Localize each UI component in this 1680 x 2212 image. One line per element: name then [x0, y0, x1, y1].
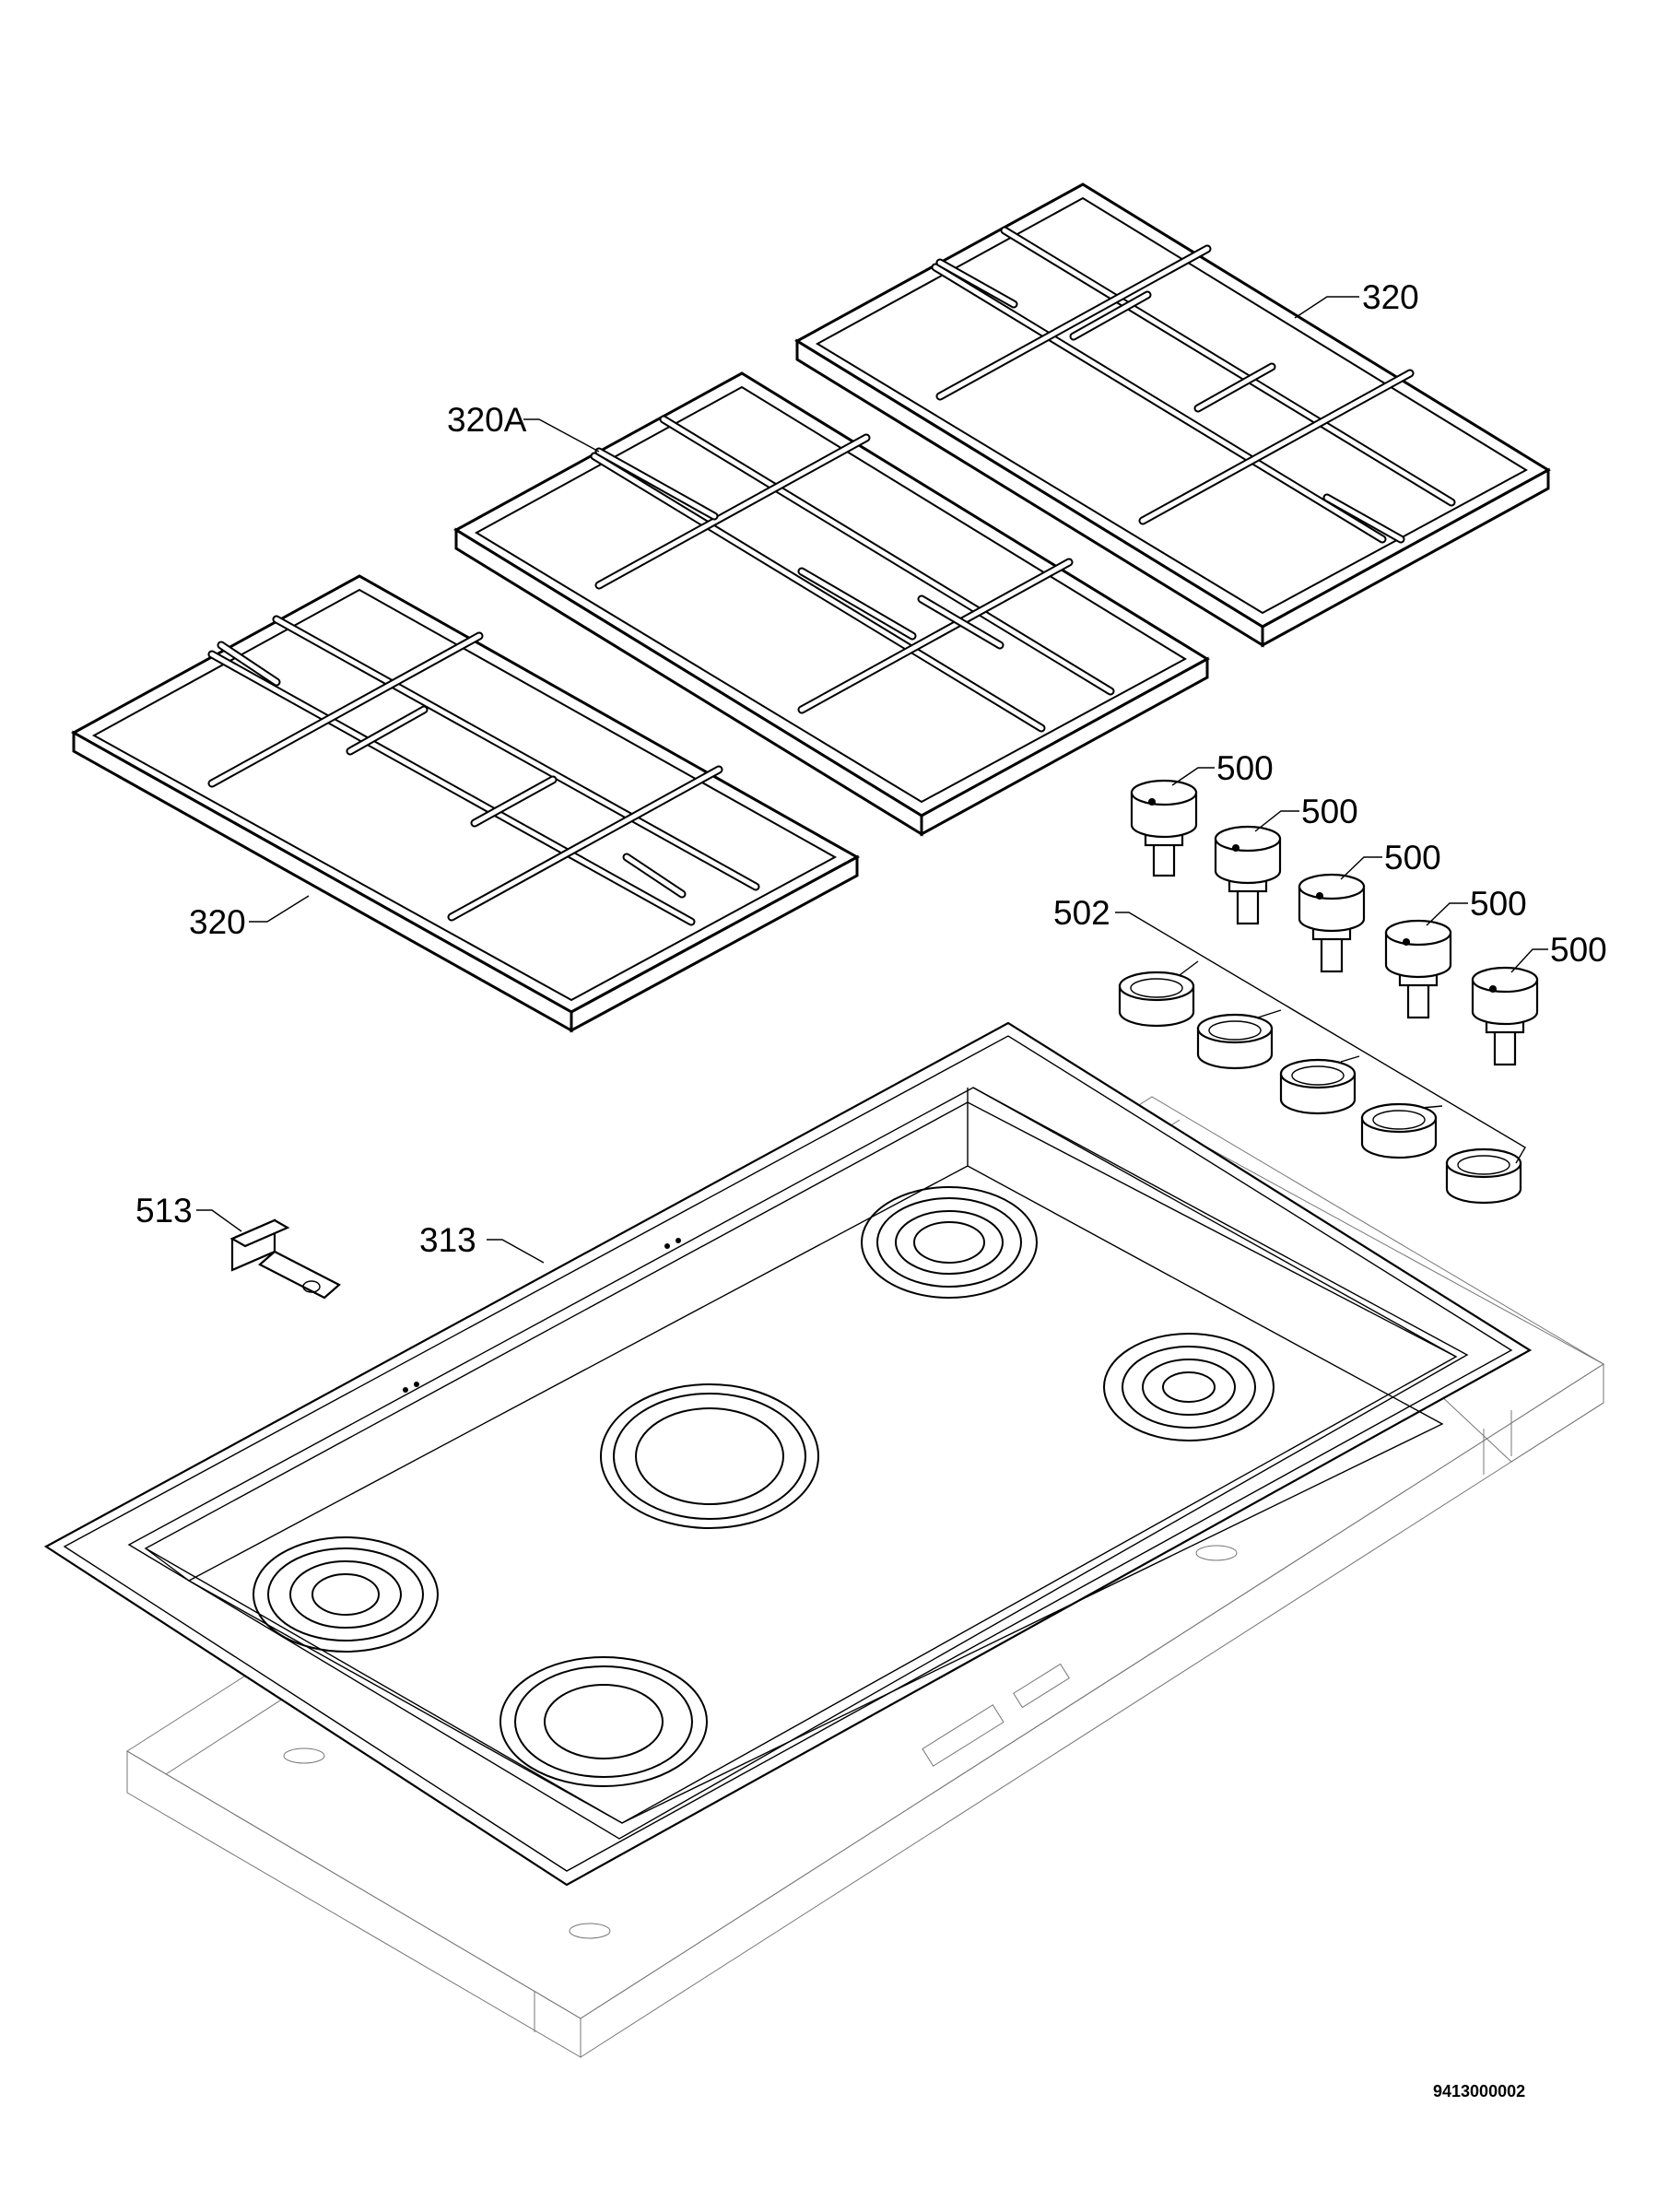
- knob-1: [1130, 779, 1198, 877]
- burner-rear-right: [1103, 1333, 1275, 1441]
- knob-ring-3: [1279, 1058, 1357, 1115]
- hob-top-plate: [43, 1021, 1533, 1887]
- burner-rear-left: [861, 1186, 1038, 1299]
- knob-3: [1298, 873, 1366, 973]
- knob-ring-5: [1445, 1147, 1522, 1205]
- callout-hob-top: 313: [419, 1221, 476, 1259]
- knob-ring-4: [1360, 1102, 1438, 1159]
- grate-right: [794, 182, 1551, 648]
- callout-knob-2: 500: [1301, 793, 1358, 830]
- callout-grate-right: 320: [1362, 278, 1419, 316]
- leader-lines: [196, 296, 1548, 1264]
- burner-center: [600, 1383, 819, 1529]
- callout-knob-1: 500: [1216, 749, 1274, 787]
- drawing-number: 9413000002: [1433, 2082, 1525, 2100]
- bracket-part: [229, 1218, 341, 1300]
- callout-knob-5: 500: [1550, 931, 1607, 969]
- callout-bracket: 513: [135, 1192, 193, 1230]
- knob-ring-2: [1196, 1013, 1274, 1070]
- callout-knob-rings: 502: [1053, 894, 1110, 932]
- callout-grate-middle: 320A: [447, 401, 527, 439]
- callout-grate-left: 320: [189, 903, 246, 941]
- knob-ring-1: [1118, 971, 1195, 1028]
- callout-knob-4: 500: [1470, 885, 1527, 923]
- knob-5: [1471, 966, 1539, 1066]
- grate-middle: [453, 371, 1210, 837]
- callout-knob-3: 500: [1384, 839, 1441, 877]
- grate-left: [70, 574, 861, 1033]
- knob-2: [1214, 825, 1282, 925]
- burner-front-center: [499, 1656, 708, 1787]
- burner-front-left: [253, 1536, 439, 1653]
- knob-4: [1384, 919, 1452, 1019]
